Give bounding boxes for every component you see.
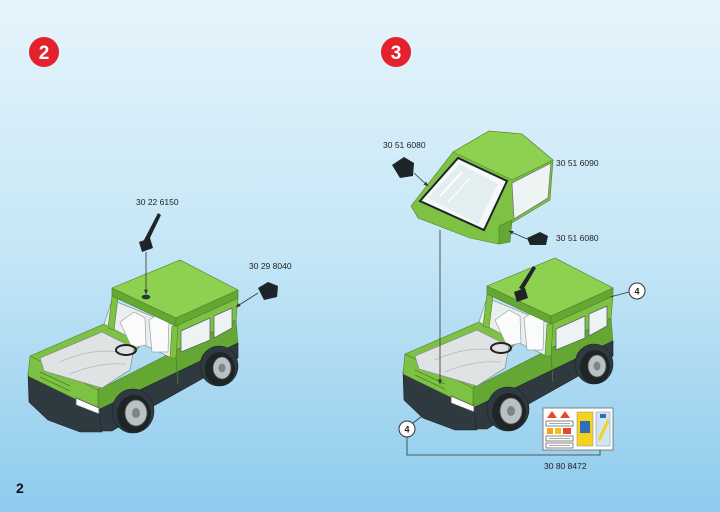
car-step-2 [27,259,239,434]
page-number: 2 [16,480,24,496]
mirror-icon [258,282,278,300]
step-3-badge: 3 [381,37,411,67]
sticker-sheet-part-number: 30 80 8472 [544,461,587,471]
mirror-left-part-number: 30 51 6080 [383,140,426,150]
step-2-number: 2 [39,43,50,64]
mirror-part-number: 30 29 8040 [249,261,292,271]
callout-front-number: 4 [404,425,409,435]
mirror-right-part-number: 30 51 6080 [556,233,599,243]
callout-side-line [609,291,630,298]
car-step-3 [402,257,614,432]
mirror-left-icon [392,157,414,178]
callout-sticker-line [406,437,601,456]
sticker-sheet-icon [542,407,614,451]
antenna-icon [139,213,161,252]
step-2-badge: 2 [29,37,59,67]
mirror-right-icon [527,232,548,245]
mounted-antenna-icon [514,266,536,302]
mirror-leader-line [235,292,259,308]
mirror-left-leader-line [413,172,429,187]
roof-part-number: 30 51 6090 [556,158,599,168]
callout-front: 4 [398,420,416,438]
roof-icon [410,130,554,245]
mirror-right-leader-line [508,230,528,240]
callout-side-number: 4 [634,287,639,297]
callout-side: 4 [628,282,646,300]
callout-front-line [412,409,431,424]
step-3-number: 3 [391,43,402,64]
antenna-part-number: 30 22 6150 [136,197,179,207]
antenna-hole [141,294,151,300]
